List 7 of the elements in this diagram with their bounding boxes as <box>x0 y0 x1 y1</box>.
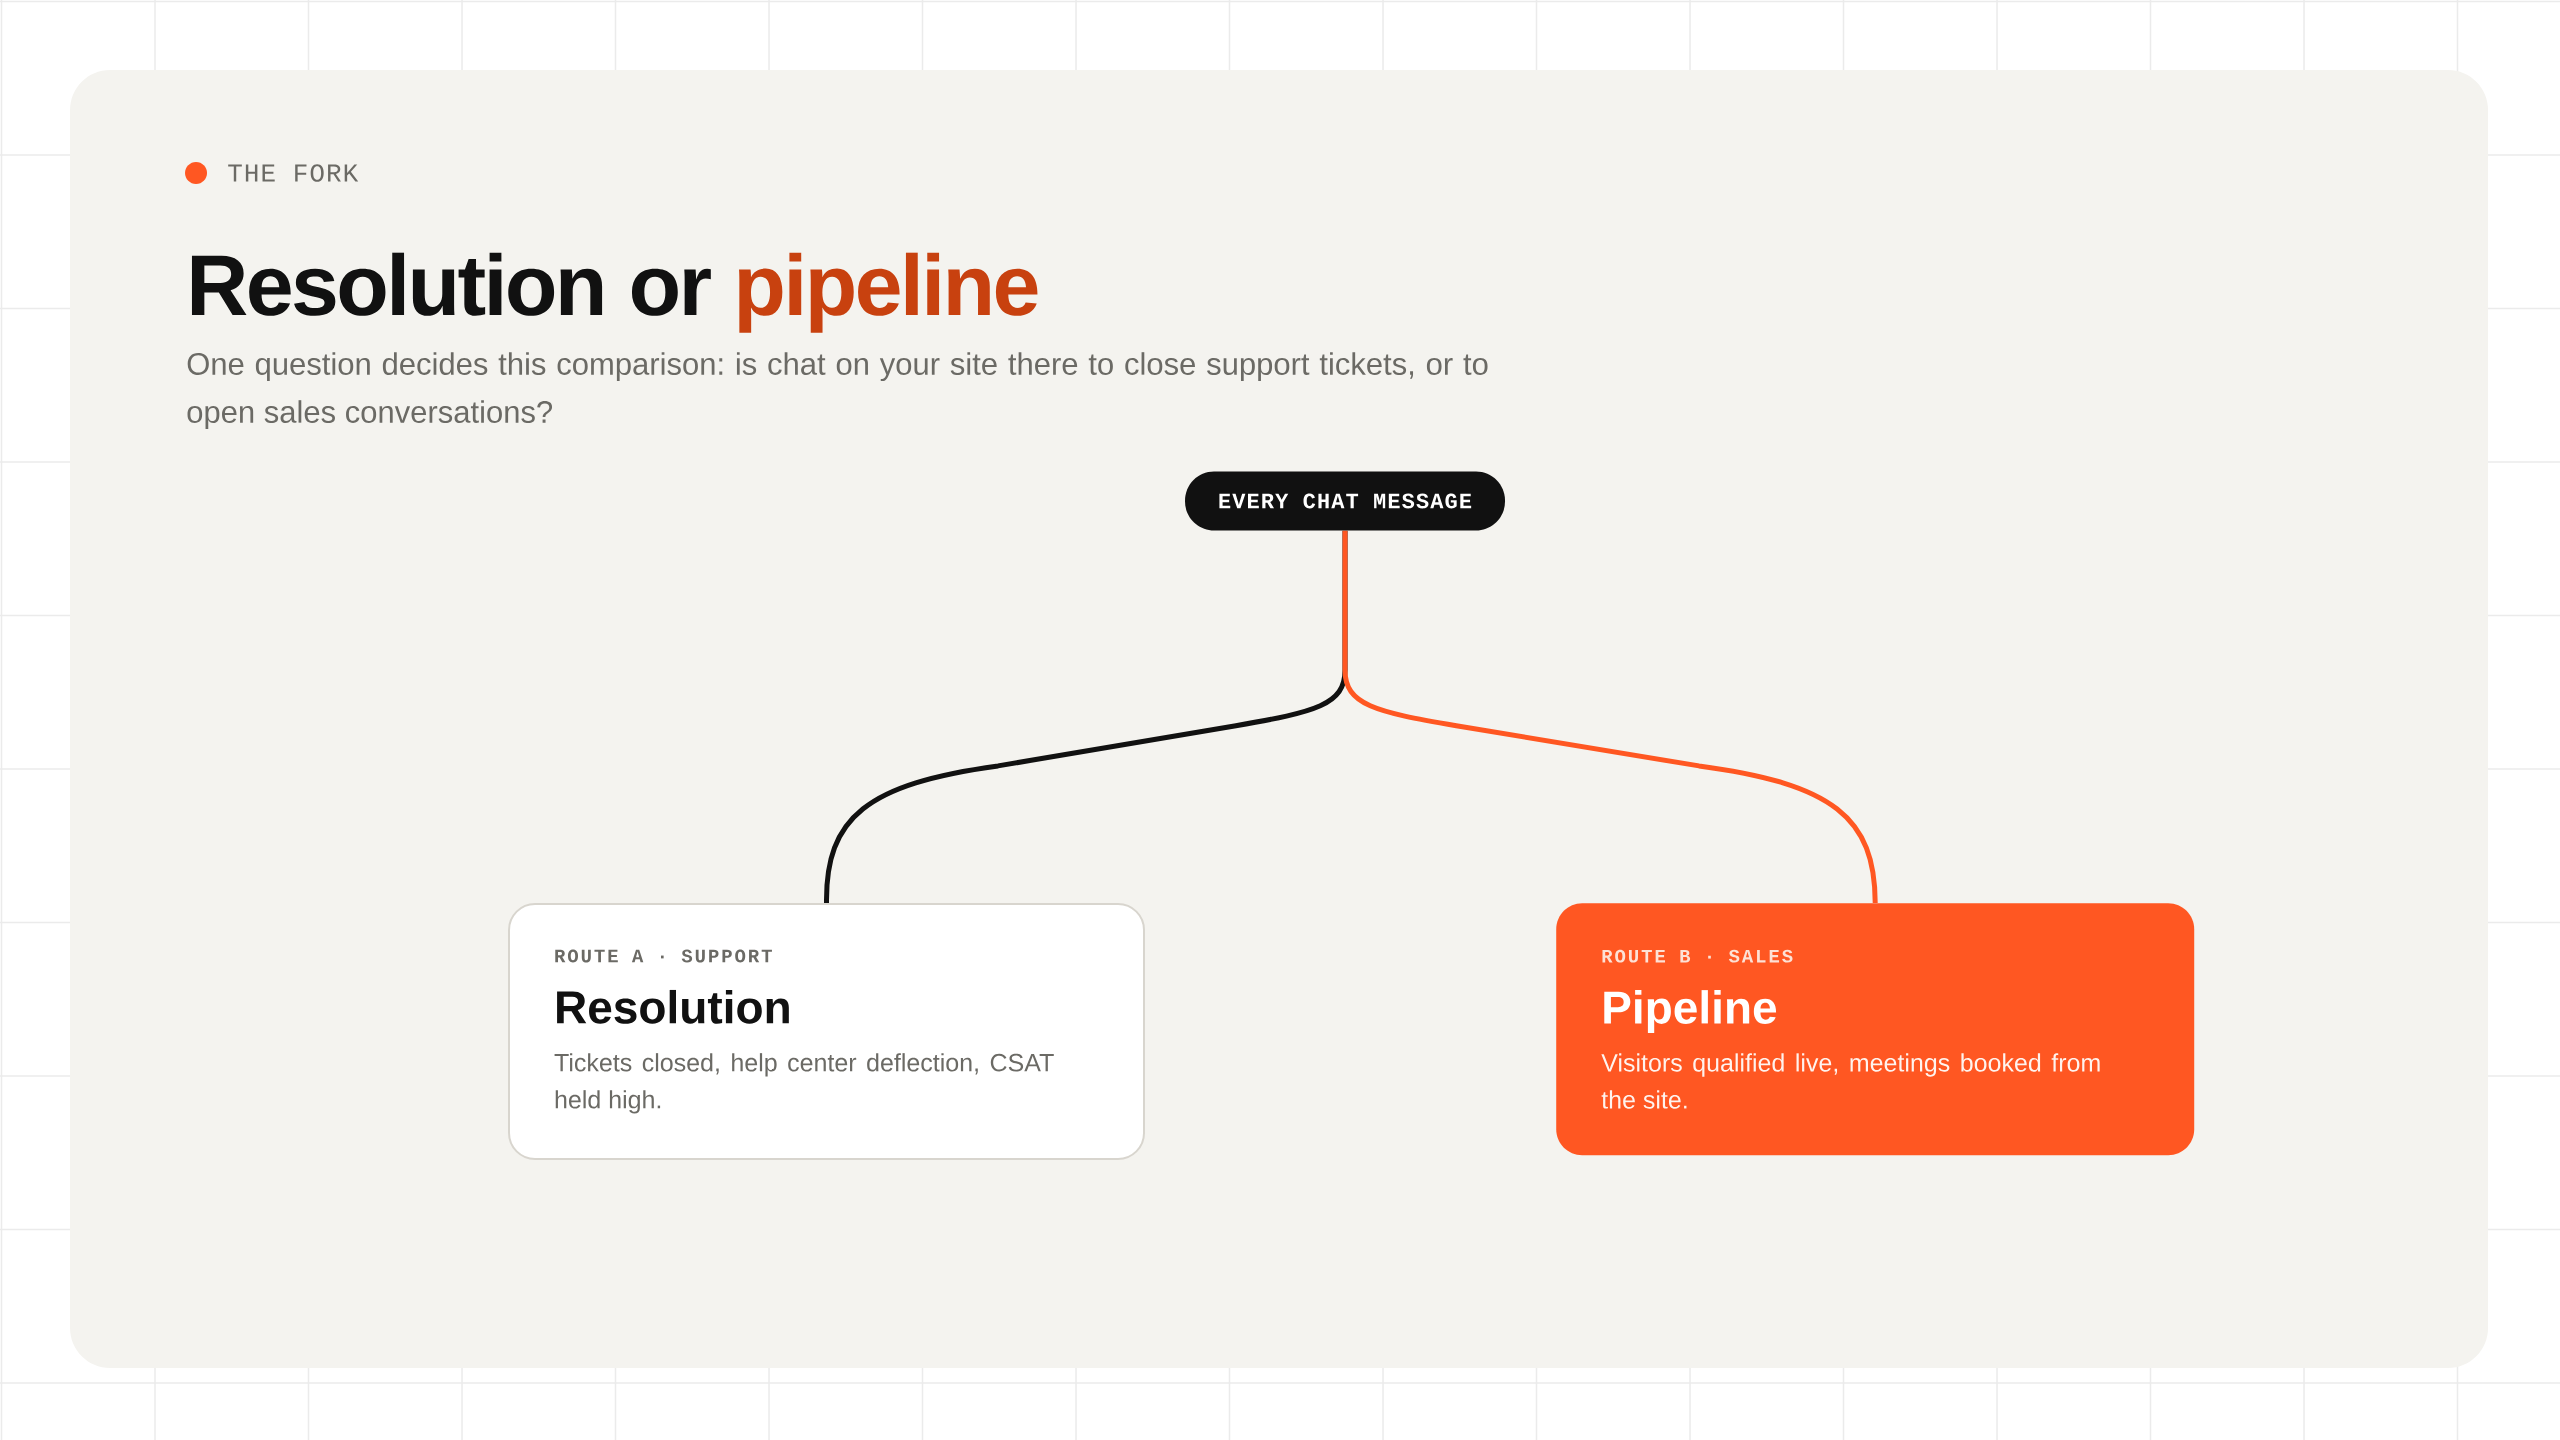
subtitle-text: One question decides this comparison: is chat on your site there to close support tickets, or to open sales conversations? <box>187 352 1488 430</box>
pill-node: EVERY CHAT MESSAGE <box>1185 471 1505 531</box>
eyebrow-label: THE FORK <box>228 164 359 182</box>
route-card: ROUTE B · SALES Pipeline Visitors qualified live, meetings booked from the site. <box>1556 903 2195 1156</box>
route-card: ROUTE A · SUPPORT Resolution Tickets closed, help center deflection, CSAT held high. <box>508 903 1145 1160</box>
title: Resolution or pipeline <box>191 252 1038 333</box>
connector-line <box>1342 530 1878 904</box>
